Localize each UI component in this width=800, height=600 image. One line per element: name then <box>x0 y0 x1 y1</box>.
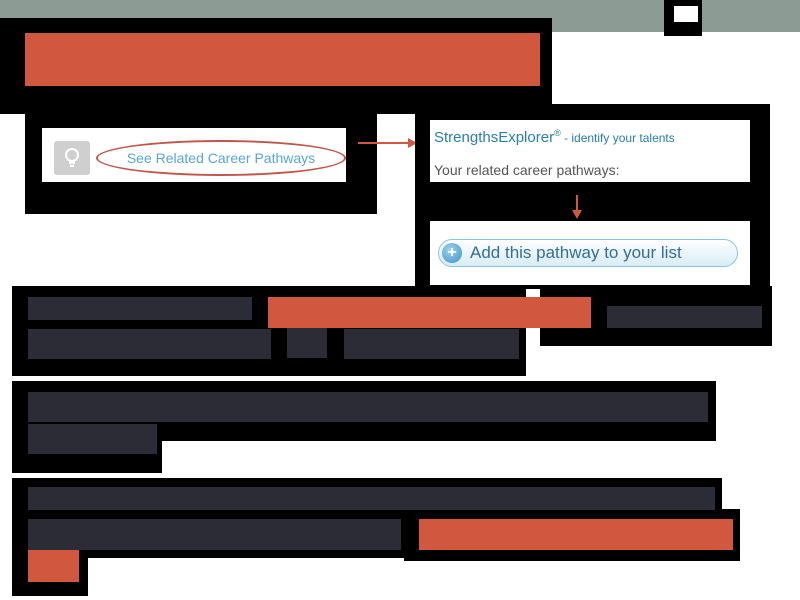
redacted-text-bar <box>28 297 252 320</box>
strengths-panel-card <box>430 120 750 182</box>
redacted-text-bar <box>607 306 762 328</box>
redacted-text-bar <box>28 424 157 454</box>
highlighted-bar <box>28 550 79 582</box>
header-close-square <box>674 6 698 22</box>
redacted-text-bar <box>28 392 708 422</box>
redacted-text-bar <box>28 487 715 510</box>
strengths-explorer-title: StrengthsExplorer® - identify your talen… <box>434 128 675 146</box>
banner-title-bar <box>25 33 540 86</box>
see-related-career-pathways-label: See Related Career Pathways <box>126 150 316 166</box>
registered-mark: ® <box>554 128 561 138</box>
highlighted-bar <box>268 297 591 328</box>
flow-arrow-down <box>576 195 578 211</box>
add-pathway-label: Add this pathway to your list <box>470 243 682 262</box>
flow-arrow-right <box>358 142 410 144</box>
redacted-text-bar <box>28 329 271 359</box>
see-related-career-pathways-link[interactable]: See Related Career Pathways <box>96 140 346 176</box>
redacted-text-bar <box>287 328 327 358</box>
redacted-text-bar <box>28 519 401 550</box>
related-career-pathways-label: Your related career pathways: <box>434 162 620 178</box>
plus-circle-icon: + <box>442 243 462 263</box>
flow-arrow-right-head <box>408 138 417 148</box>
strengths-explorer-brand: StrengthsExplorer <box>434 129 555 146</box>
redacted-text-bar <box>344 329 519 359</box>
strengths-explorer-tagline: - identify your talents <box>560 131 675 145</box>
add-pathway-button[interactable]: + Add this pathway to your list <box>438 239 738 267</box>
lightbulb-icon <box>54 141 90 175</box>
flow-arrow-down-head <box>572 210 582 219</box>
highlighted-bar <box>419 519 733 550</box>
